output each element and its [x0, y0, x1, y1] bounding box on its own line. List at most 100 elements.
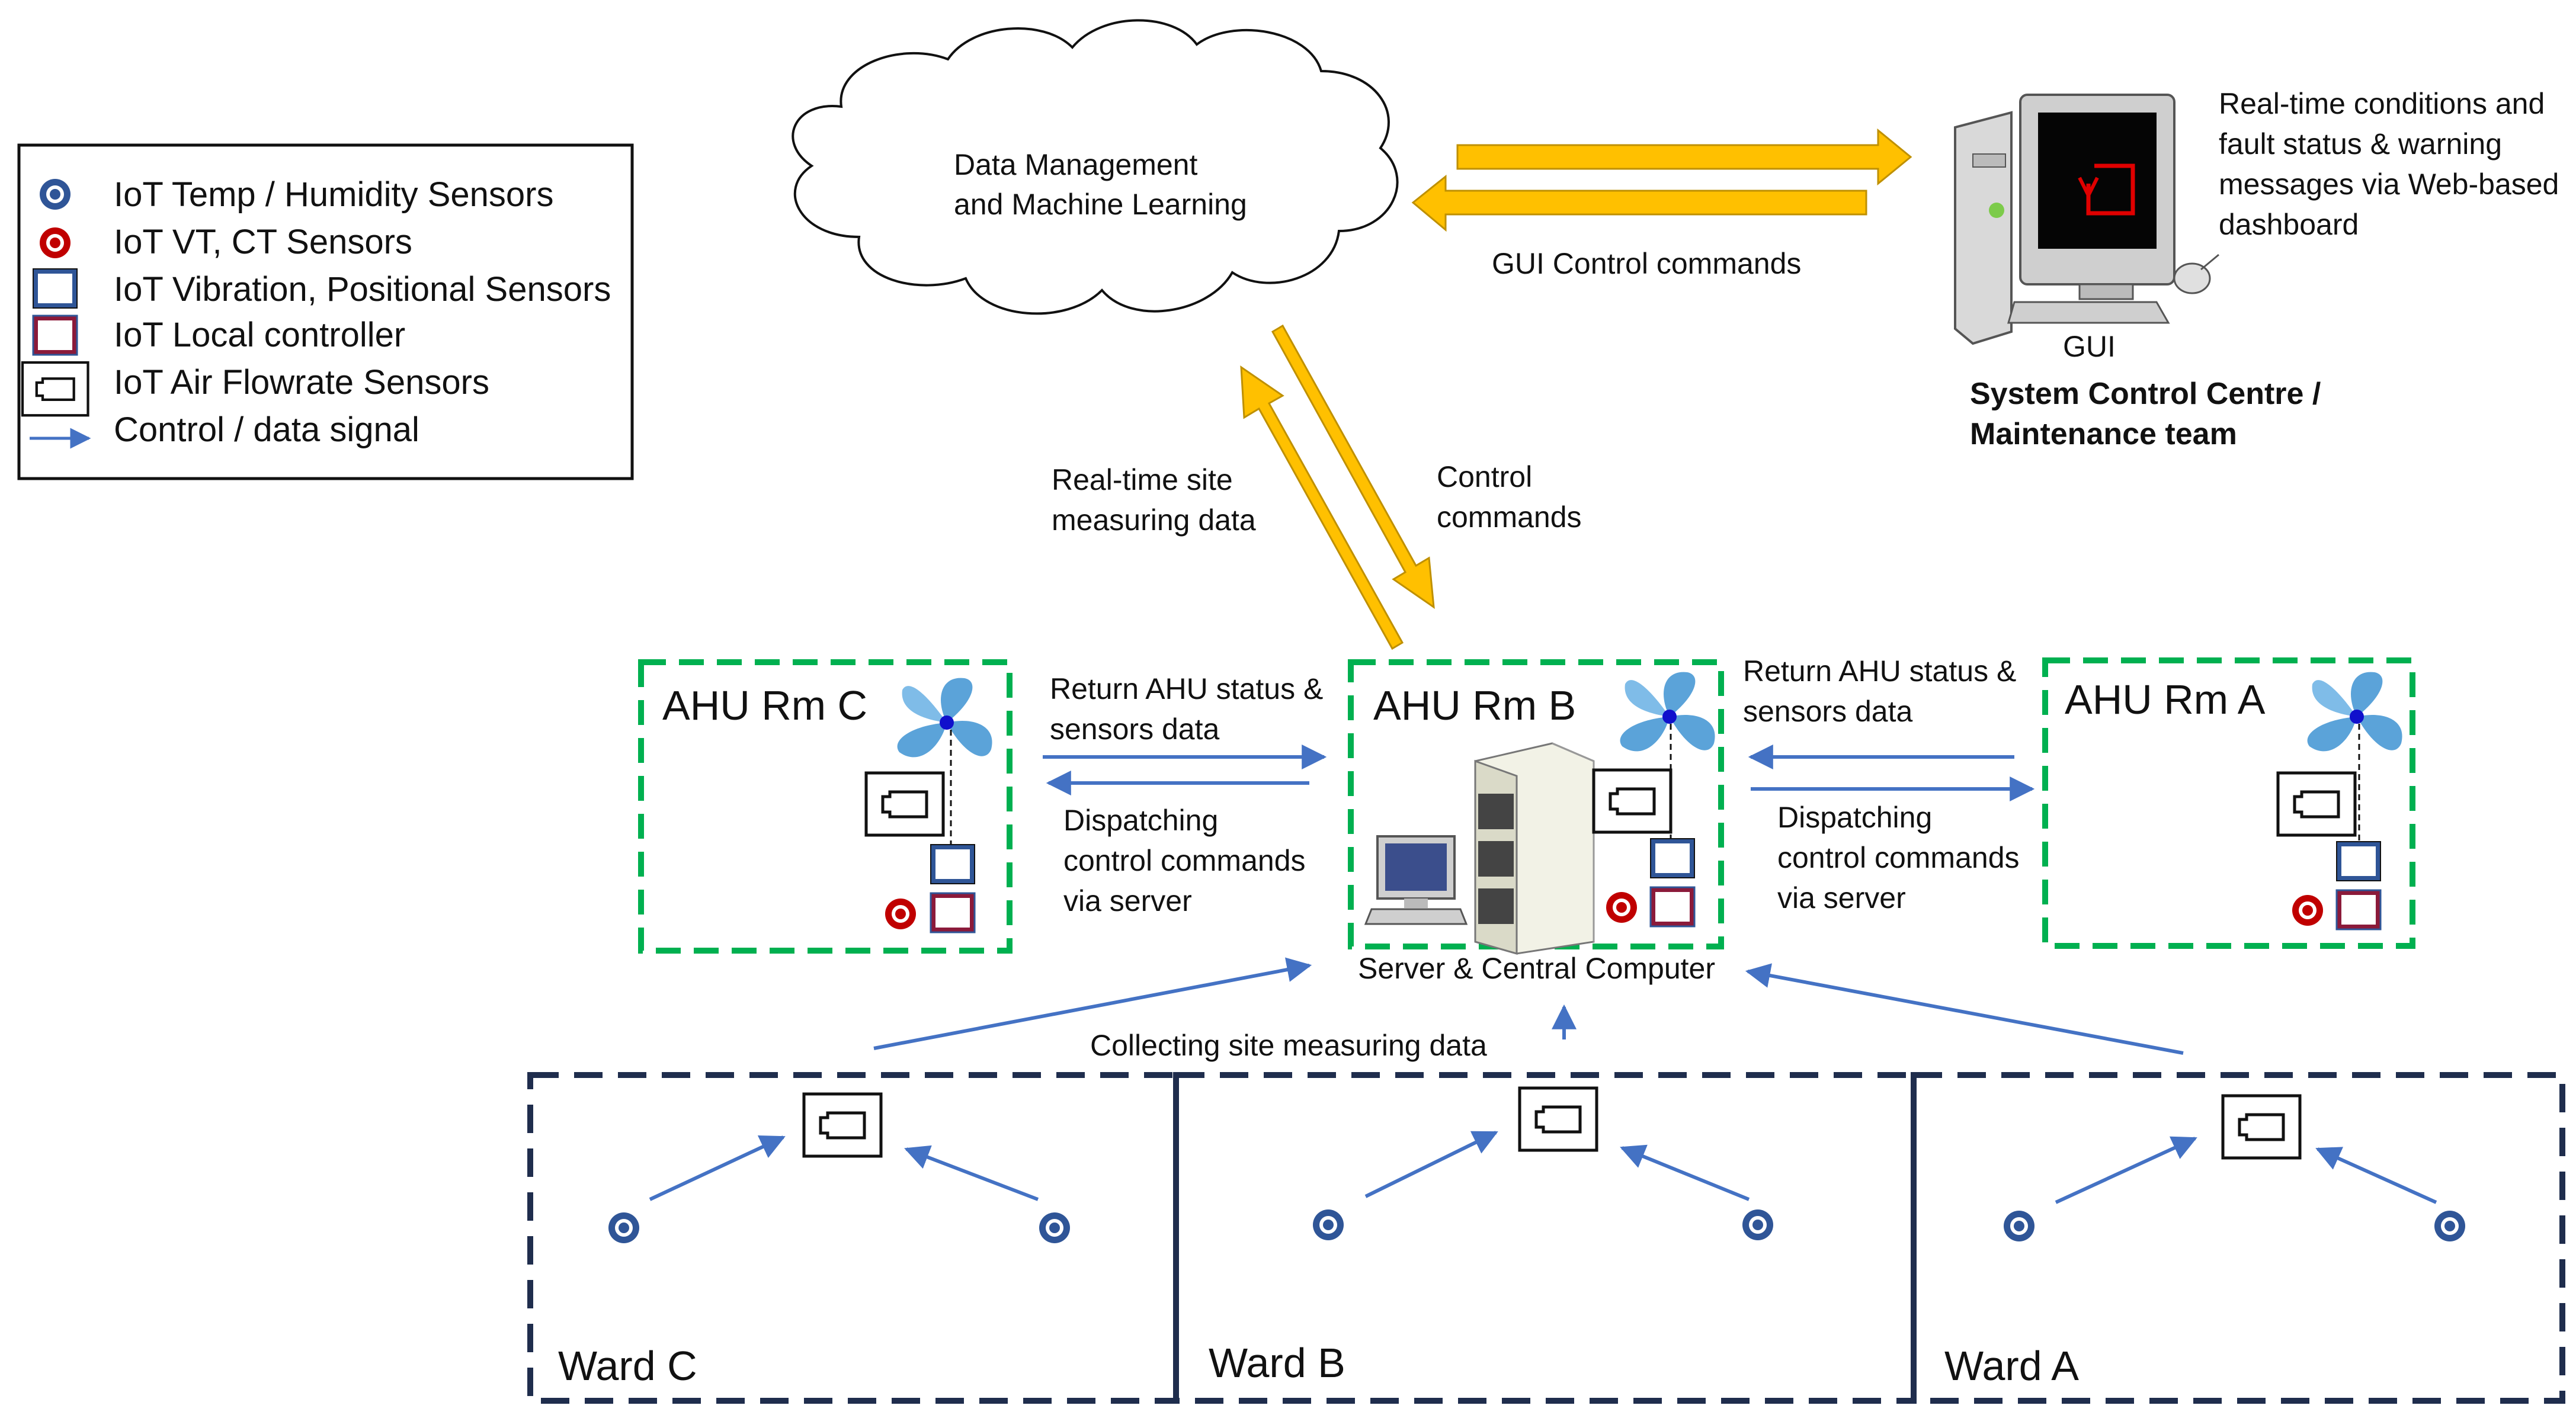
dispatch-a-line1: Dispatching: [1777, 801, 1932, 834]
air-flowrate-sensor-icon: [866, 773, 943, 835]
vt-ct-sensor-icon: [40, 227, 71, 258]
cloud-icon: [792, 19, 1399, 315]
signal-arrow: [2315, 1147, 2437, 1204]
dashboard-status-text: Real-time conditions and fault status & …: [2219, 87, 2559, 241]
fan-icon: [897, 678, 992, 758]
vibration-sensor-icon: [931, 845, 975, 884]
signal-arrow: [2055, 1136, 2197, 1204]
vt-ct-sensor-icon: [1606, 892, 1637, 923]
legend-label-signal: Control / data signal: [114, 410, 419, 449]
ward-c-label: Ward C: [558, 1343, 697, 1389]
central-computer-icon: [1364, 835, 1468, 925]
site-data-label-line1: Real-time site: [1052, 463, 1233, 496]
air-flowrate-sensor-icon: [1520, 1088, 1597, 1150]
ward-a-label: Ward A: [1944, 1343, 2079, 1389]
signal-arrow: [1745, 963, 2184, 1055]
legend-label-controller: IoT Local controller: [114, 316, 405, 354]
ward-b-frame: [1173, 1072, 1917, 1404]
control-label-line2: commands: [1437, 500, 1582, 534]
vibration-sensor-icon: [1651, 839, 1694, 878]
ward-c: Ward C: [558, 1094, 1070, 1389]
signal-arrow: [1364, 1131, 1498, 1198]
control-label-line1: Control: [1437, 460, 1532, 493]
fan-icon: [2307, 672, 2402, 752]
temp-humidity-sensor-icon: [1313, 1209, 1344, 1240]
air-flowrate-sensor-icon: [2223, 1096, 2300, 1158]
site-data-label-line2: measuring data: [1052, 503, 1256, 537]
vibration-sensor-icon: [2337, 842, 2380, 881]
cloud-label-line2: and Machine Learning: [954, 188, 1247, 221]
air-flowrate-sensor-icon: [2278, 773, 2355, 835]
signal-arrow: [904, 1145, 1039, 1201]
temp-humidity-sensor-icon: [1039, 1212, 1070, 1243]
dashboard-status-line: Real-time conditions and: [2219, 87, 2545, 120]
air-flowrate-sensor-icon: [23, 362, 88, 415]
server-icon: [1474, 742, 1595, 955]
dispatch-a-line3: via server: [1777, 881, 1906, 915]
return-status-a-line1: Return AHU status &: [1743, 654, 2016, 688]
fan-icon: [1620, 672, 1715, 752]
legend-label-vibration: IoT Vibration, Positional Sensors: [114, 270, 611, 309]
dashboard-status-line: messages via Web-based: [2219, 168, 2559, 201]
command-arrow-left: [1411, 174, 1867, 232]
local-controller-icon: [931, 893, 975, 932]
air-flowrate-sensor-icon: [804, 1094, 881, 1156]
ward-c-frame: [527, 1072, 1179, 1404]
team-label-line1: System Control Centre /: [1970, 377, 2321, 411]
ahu-room-b-title: AHU Rm B: [1373, 682, 1576, 729]
site-data-arrow-up: [1240, 365, 1404, 650]
legend-label-vt: IoT VT, CT Sensors: [114, 223, 412, 261]
return-status-c-line1: Return AHU status &: [1050, 672, 1323, 705]
dispatch-c-line2: control commands: [1063, 844, 1306, 877]
ahu-room-c: AHU Rm C: [638, 659, 1013, 954]
ahu-room-a-frame: [2042, 657, 2415, 949]
dashboard-status-line: fault status & warning: [2219, 127, 2502, 161]
local-controller-icon: [1651, 887, 1694, 926]
ward-b-label: Ward B: [1209, 1340, 1345, 1386]
ward-b: Ward B: [1209, 1088, 1773, 1386]
dispatch-c-line1: Dispatching: [1063, 804, 1218, 837]
cloud-data-management: Data Management and Machine Learning: [792, 19, 1399, 315]
status-arrow-right: [1456, 128, 1912, 186]
cloud-link-arrows: Real-time site measuring data Control co…: [1052, 324, 1582, 650]
dashboard-status-line: dashboard: [2219, 208, 2359, 241]
ahu-room-a: AHU Rm A: [2042, 657, 2415, 949]
ahu-link-arrows: Return AHU status & sensors data Dispatc…: [1043, 654, 2035, 917]
return-status-a-line2: sensors data: [1743, 695, 1912, 728]
temp-humidity-sensor-icon: [1742, 1209, 1773, 1240]
local-controller-icon: [33, 316, 77, 355]
ahu-room-b: AHU Rm B: [1348, 659, 1724, 955]
legend-label-temp: IoT Temp / Humidity Sensors: [114, 175, 553, 214]
signal-arrow: [873, 957, 1312, 1050]
temp-humidity-sensor-icon: [608, 1212, 639, 1243]
collecting-arrows: Collecting site measuring data: [873, 957, 2184, 1062]
ahu-room-c-frame: [638, 659, 1013, 954]
temp-humidity-sensor-icon: [2004, 1211, 2034, 1241]
signal-arrow: [1620, 1144, 1750, 1201]
ahu-room-a-title: AHU Rm A: [2065, 676, 2266, 723]
local-controller-icon: [2337, 890, 2380, 929]
gui-computer-icon: [1954, 94, 2219, 345]
collecting-label: Collecting site measuring data: [1090, 1029, 1487, 1062]
ahu-room-c-title: AHU Rm C: [662, 682, 867, 729]
dispatch-c-line3: via server: [1063, 884, 1192, 917]
vibration-sensor-icon: [33, 269, 77, 308]
temp-humidity-sensor-icon: [2434, 1211, 2465, 1241]
air-flowrate-sensor-icon: [1594, 770, 1671, 832]
team-label-line2: Maintenance team: [1970, 417, 2237, 451]
return-status-c-line2: sensors data: [1050, 713, 1219, 746]
gui-link-arrows: GUI Control commands: [1411, 128, 1912, 280]
legend-label-flowrate: IoT Air Flowrate Sensors: [114, 363, 489, 402]
temp-humidity-sensor-icon: [40, 179, 71, 210]
signal-arrow: [649, 1135, 786, 1201]
cloud-label-line1: Data Management: [954, 148, 1197, 181]
gui-label: GUI: [2063, 330, 2116, 363]
vt-ct-sensor-icon: [885, 899, 916, 929]
server-label: Server & Central Computer: [1358, 952, 1715, 985]
ward-a-frame: [1911, 1072, 2565, 1404]
control-arrow-down: [1271, 324, 1435, 609]
legend-frame: [17, 143, 634, 480]
legend: IoT Temp / Humidity Sensors IoT VT, CT S…: [17, 143, 634, 480]
wards: Ward C Ward B Ward A: [527, 1072, 2565, 1404]
